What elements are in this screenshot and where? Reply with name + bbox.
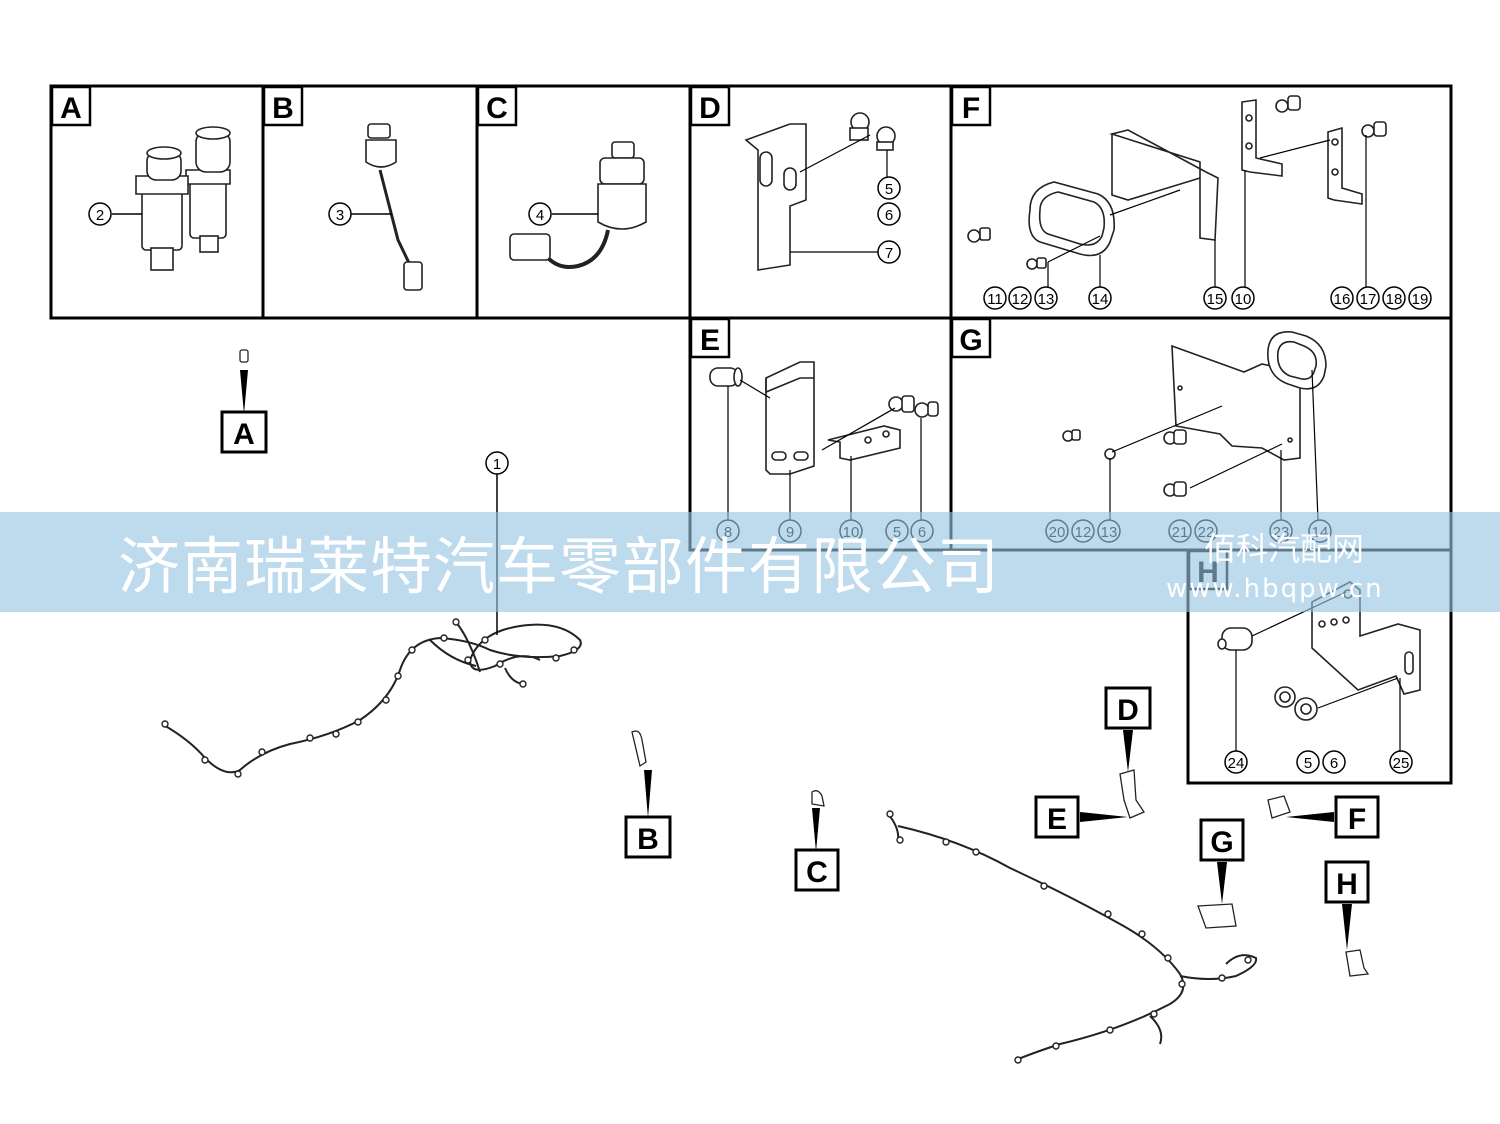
callout-f-13-number: 13 <box>1038 291 1055 308</box>
sensor-b-illustration <box>365 123 423 291</box>
locator-e: E <box>1034 795 1128 839</box>
callouts-d: 5 6 7 <box>790 134 901 264</box>
lamp-assembly-f-illustration <box>967 95 1387 270</box>
plate-lamp-g-illustration <box>1062 331 1327 497</box>
watermark-company: 济南瑞莱特汽车零部件有限公司 <box>118 530 1001 603</box>
panel-c-letter: C <box>486 92 508 125</box>
panel-g-letter: G <box>959 324 982 357</box>
callout-f-16-number: 16 <box>1334 291 1351 308</box>
callout-h-24-number: 24 <box>1228 755 1245 772</box>
callout-numbers-h: 24 5 6 25 <box>1224 750 1413 774</box>
panel-d-letter: D <box>699 92 721 125</box>
callout-h-25-number: 25 <box>1393 755 1410 772</box>
callout-d-6-number: 6 <box>885 207 893 224</box>
panel-a-tab: A <box>50 85 92 127</box>
callout-a-2-number: 2 <box>96 207 104 224</box>
locator-a-letter: A <box>233 418 255 451</box>
callout-f-18-number: 18 <box>1386 291 1403 308</box>
callout-numbers-f: 11 12 13 14 15 10 16 17 18 19 <box>983 286 1432 310</box>
callout-d-7-number: 7 <box>885 245 893 262</box>
pressure-switch-illustration <box>135 126 231 271</box>
locator-a: A <box>220 370 268 454</box>
callout-f-15-number: 15 <box>1207 291 1224 308</box>
locator-e-letter: E <box>1047 803 1067 836</box>
panel-d-tab: D <box>689 85 731 127</box>
callout-f-19-number: 19 <box>1412 291 1429 308</box>
locator-h-letter: H <box>1336 868 1358 901</box>
component-locators <box>239 349 1370 977</box>
locator-f: F <box>1286 795 1380 839</box>
locator-b-letter: B <box>637 823 659 856</box>
callout-h-5-number: 5 <box>1304 755 1312 772</box>
callout-f-14-number: 14 <box>1092 291 1109 308</box>
callouts-h <box>1235 591 1401 752</box>
locator-d: D <box>1104 686 1152 772</box>
harness-connectors-right <box>886 810 1252 1064</box>
locator-c-letter: C <box>806 856 828 889</box>
callout-b-3-number: 3 <box>336 207 344 224</box>
bracket-d-illustration <box>744 112 896 271</box>
panel-g-tab: G <box>950 317 992 359</box>
locator-b: B <box>624 770 672 859</box>
panel-b-tab: B <box>262 85 304 127</box>
callouts-e <box>727 379 922 520</box>
panel-f-letter: F <box>962 92 980 125</box>
callout-b-3: 3 <box>328 202 392 226</box>
locator-d-letter: D <box>1117 694 1139 727</box>
callout-1-number: 1 <box>493 456 501 473</box>
callout-f-12-number: 12 <box>1012 291 1029 308</box>
watermark-url: www.hbqpw.cn <box>1166 574 1384 604</box>
locator-c: C <box>794 808 840 892</box>
locator-f-letter: F <box>1348 803 1366 836</box>
watermark-band <box>0 512 1500 612</box>
wiring-harness-left <box>161 621 582 774</box>
locator-h: H <box>1324 860 1370 950</box>
callout-d-5-number: 5 <box>885 181 893 198</box>
panel-tabs: A B C D F E G H <box>50 85 1229 591</box>
callout-f-17-number: 17 <box>1360 291 1377 308</box>
callout-c-4-number: 4 <box>536 207 544 224</box>
callout-f-11-number: 11 <box>987 291 1003 308</box>
callout-h-6-number: 6 <box>1330 755 1338 772</box>
panel-e-tab: E <box>689 317 731 359</box>
locator-labels: A B C D E F G <box>220 370 1380 950</box>
callout-c-4: 4 <box>528 202 598 226</box>
callouts-f <box>1047 135 1367 288</box>
watermark-site: 佰科汽配网 <box>1204 530 1365 568</box>
panel-f-tab: F <box>950 85 992 127</box>
bracket-e-illustration <box>709 361 939 475</box>
panel-c-tab: C <box>476 85 518 127</box>
harness-connectors-left <box>161 618 578 778</box>
panel-a-letter: A <box>60 92 82 125</box>
callouts-g <box>1109 369 1319 521</box>
callout-a-2: 2 <box>88 202 142 226</box>
callout-f-10-number: 10 <box>1235 291 1252 308</box>
locator-g-letter: G <box>1210 826 1233 859</box>
locator-g: G <box>1199 818 1245 904</box>
sensor-c-illustration <box>509 141 647 269</box>
panel-e-letter: E <box>700 324 720 357</box>
panel-b-letter: B <box>272 92 294 125</box>
